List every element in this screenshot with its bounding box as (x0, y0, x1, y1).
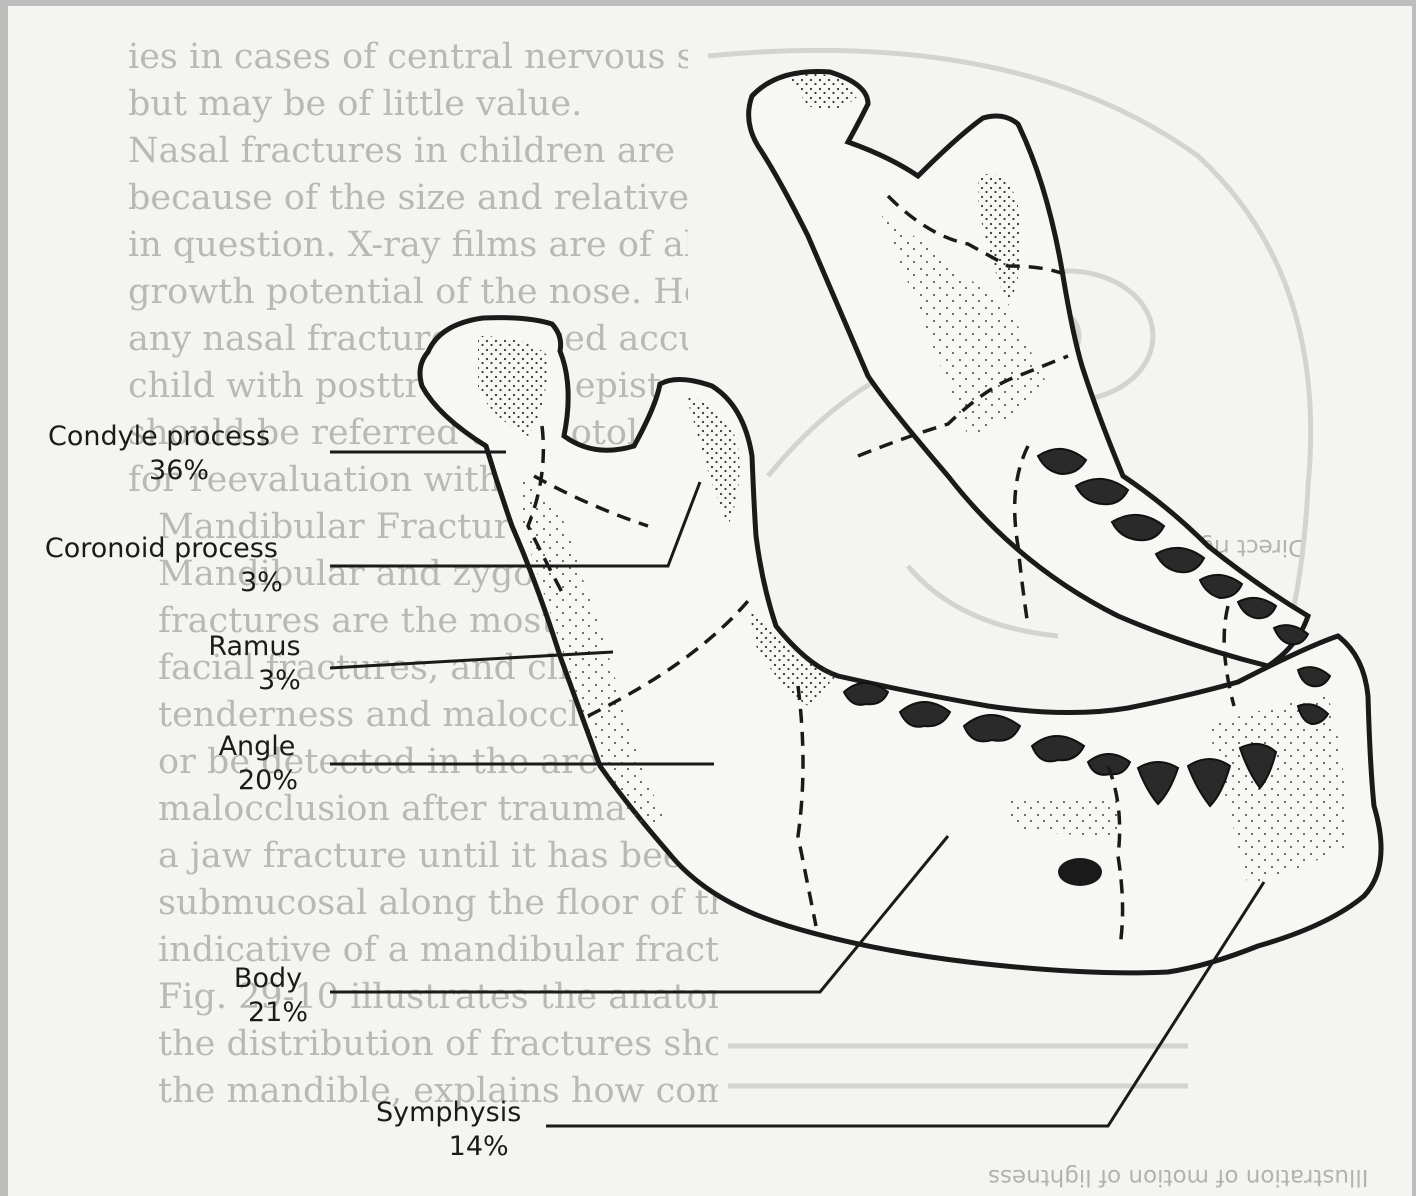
label-coronoid: Coronoid process 3% (40, 532, 283, 600)
label-body-name: Body (228, 962, 308, 996)
label-ramus: Ramus 3% (208, 630, 301, 698)
mandible-diagram (8, 6, 1412, 1196)
label-symphysis: Symphysis 14% (376, 1096, 521, 1164)
label-ramus-name: Ramus (208, 630, 301, 664)
label-symphysis-percent: 14% (376, 1130, 521, 1164)
label-condyle-name: Condyle process (48, 420, 270, 454)
label-ramus-percent: 3% (208, 664, 301, 698)
label-condyle-percent: 36% (48, 454, 270, 488)
label-condyle: Condyle process 36% (48, 420, 270, 488)
label-symphysis-name: Symphysis (376, 1096, 521, 1130)
label-body: Body 21% (228, 962, 308, 1030)
label-coronoid-percent: 3% (40, 566, 283, 600)
label-angle-name: Angle (216, 730, 298, 764)
mental-foramen (1058, 858, 1102, 886)
label-angle: Angle 20% (216, 730, 298, 798)
figure-frame: ies in cases of central nervous systembu… (8, 6, 1412, 1196)
label-angle-percent: 20% (216, 764, 298, 798)
label-body-percent: 21% (228, 996, 308, 1030)
label-coronoid-name: Coronoid process (40, 532, 283, 566)
